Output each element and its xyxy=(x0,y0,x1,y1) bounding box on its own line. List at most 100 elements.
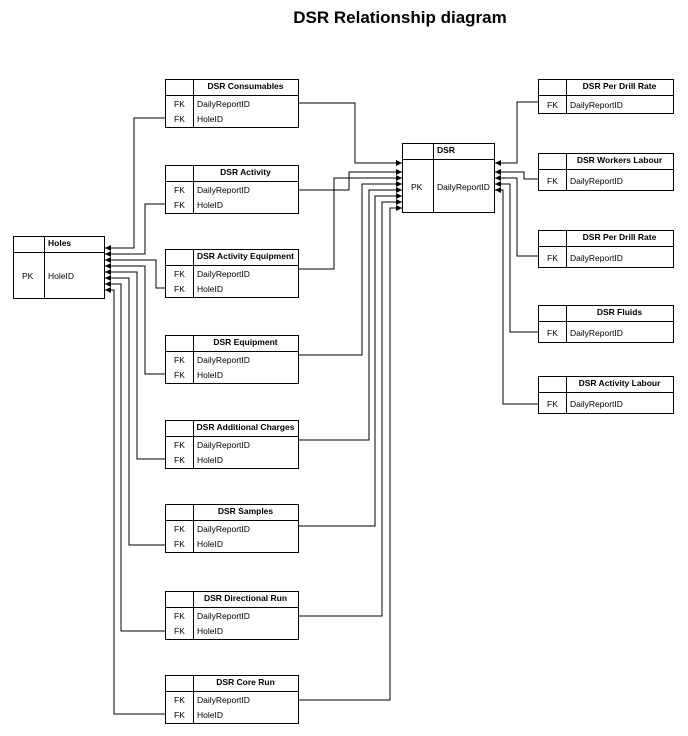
table-header: DSR Core Run xyxy=(166,676,298,692)
field-name: HoleID xyxy=(197,455,223,465)
table-name: DSR Core Run xyxy=(216,677,275,687)
key-type: FK xyxy=(547,175,558,186)
key-type: FK xyxy=(174,284,185,294)
table-name: DSR Samples xyxy=(217,506,274,516)
connector-per-drill-rate-2-dsr xyxy=(495,175,538,257)
table-header: DSR Per Drill Rate xyxy=(539,231,673,247)
connector-fluids-dsr xyxy=(495,181,538,333)
connector-core-run-dsr xyxy=(299,205,402,701)
key-type: FK xyxy=(174,524,185,534)
key-type: FK xyxy=(174,355,185,365)
key-column-divider xyxy=(433,160,434,213)
key-type: FK xyxy=(174,185,185,195)
key-column-divider xyxy=(193,182,194,214)
field-name: HoleID xyxy=(197,710,223,720)
field-name: DailyReportID xyxy=(570,327,623,338)
key-column-divider xyxy=(566,96,567,114)
connector-equipment-holes xyxy=(105,263,165,375)
field-name: DailyReportID xyxy=(197,269,250,279)
connector-activity-equipment-holes xyxy=(105,257,165,289)
connector-per-drill-rate-1-dsr xyxy=(495,101,538,166)
diagram-title: DSR Relationship diagram xyxy=(293,8,507,27)
field-name: DailyReportID xyxy=(570,252,623,263)
field-name: DailyReportID xyxy=(570,100,623,110)
table-header: DSR xyxy=(403,144,494,160)
connector-samples-dsr xyxy=(299,193,402,527)
key-column-divider xyxy=(566,170,567,191)
header-divider xyxy=(433,144,434,159)
field-name: DailyReportID xyxy=(197,99,250,109)
key-type: FK xyxy=(174,114,185,124)
table-name: DSR xyxy=(437,145,455,155)
field-name: DailyReportID xyxy=(197,524,250,534)
connector-equipment-dsr xyxy=(299,181,402,356)
connector-directional-run-dsr xyxy=(299,199,402,617)
key-column-divider xyxy=(193,437,194,469)
table-header: DSR Consumables xyxy=(166,80,298,96)
key-column-divider xyxy=(193,521,194,553)
field-name: DailyReportID xyxy=(570,398,623,409)
table-name: DSR Equipment xyxy=(213,337,278,347)
connector-workers-labour-dsr xyxy=(495,169,538,180)
connector-additional-charges-holes xyxy=(105,269,165,460)
key-type: PK xyxy=(411,181,423,192)
key-column-divider xyxy=(44,253,45,299)
header-divider xyxy=(44,237,45,252)
key-type: FK xyxy=(174,695,185,705)
field-name: HoleID xyxy=(197,370,223,380)
table-header: DSR Fluids xyxy=(539,306,673,322)
field-name: HoleID xyxy=(48,271,74,281)
table-name: DSR Per Drill Rate xyxy=(582,81,657,91)
header-divider xyxy=(193,80,194,95)
key-type: FK xyxy=(174,440,185,450)
header-divider xyxy=(193,676,194,691)
key-type: FK xyxy=(174,269,185,279)
header-divider xyxy=(193,166,194,181)
table-name: DSR Activity xyxy=(220,167,271,177)
field-name: HoleID xyxy=(197,539,223,549)
key-type: FK xyxy=(174,99,185,109)
header-divider xyxy=(193,592,194,607)
key-column-divider xyxy=(566,393,567,414)
key-column-divider xyxy=(566,247,567,268)
field-name: HoleID xyxy=(197,284,223,294)
table-name: DSR Per Drill Rate xyxy=(582,232,657,242)
table-name: DSR Directional Run xyxy=(203,593,288,603)
key-column-divider xyxy=(193,266,194,298)
table-name: DSR Fluids xyxy=(596,307,643,317)
connector-additional-charges-dsr xyxy=(299,187,402,441)
header-divider xyxy=(193,505,194,520)
table-header: DSR Equipment xyxy=(166,336,298,352)
key-type: FK xyxy=(174,611,185,621)
table-header: DSR Directional Run xyxy=(166,592,298,608)
connector-consumables-dsr xyxy=(299,102,402,166)
table-name: DSR Activity Equipment xyxy=(197,251,294,261)
key-type: FK xyxy=(174,710,185,720)
connector-activity-dsr xyxy=(299,169,402,191)
field-name: DailyReportID xyxy=(197,355,250,365)
table-body: FK DailyReportID xyxy=(539,247,673,268)
field-name: DailyReportID xyxy=(197,185,250,195)
connector-core-run-holes xyxy=(105,287,165,715)
table-name: DSR Additional Charges xyxy=(196,422,295,432)
table-header: Holes xyxy=(14,237,104,253)
key-type: FK xyxy=(547,252,558,263)
